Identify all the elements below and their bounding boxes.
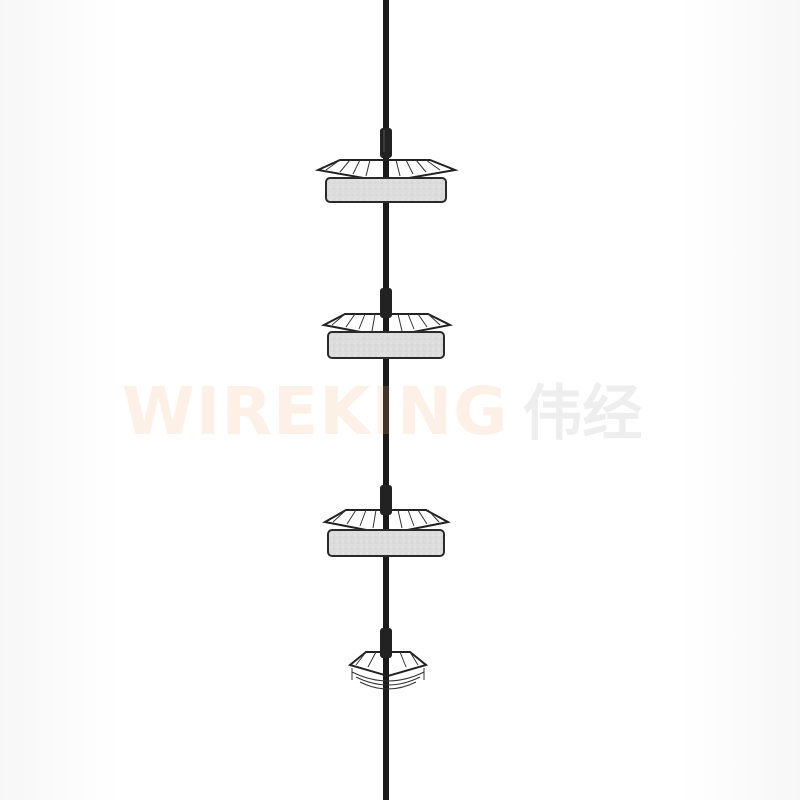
shelf-clamp: [380, 628, 392, 658]
tension-pole: [383, 0, 389, 800]
shelf-clamp: [380, 128, 392, 158]
shelf-2: [320, 288, 454, 359]
shelf-1: [314, 128, 459, 203]
front-panel: [327, 529, 445, 557]
shelf-clamp: [380, 485, 392, 515]
front-panel: [327, 331, 445, 359]
basket-rim: [347, 651, 429, 678]
shelf-4: [347, 628, 429, 690]
shelf-3: [322, 485, 451, 557]
shelf-clamp: [380, 288, 392, 318]
front-panel: [325, 177, 447, 203]
